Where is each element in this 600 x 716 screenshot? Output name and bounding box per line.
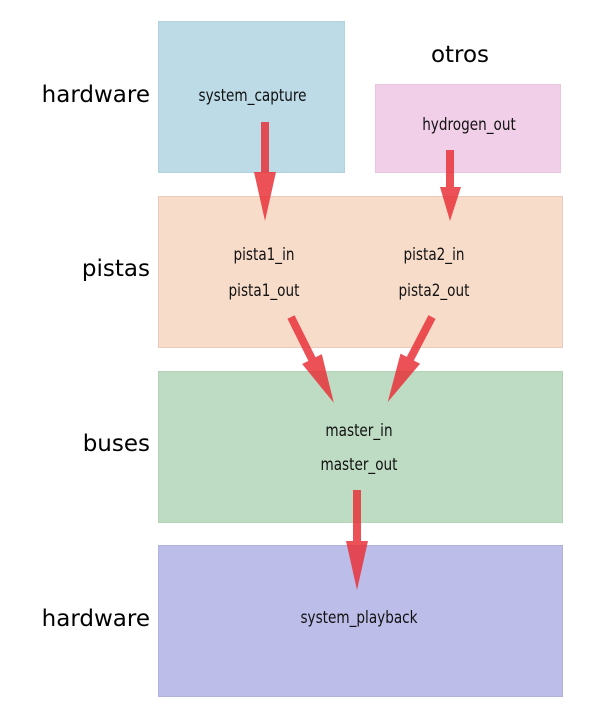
row-label-pistas: pistas xyxy=(81,256,150,282)
pista2-out-label: pista2_out xyxy=(398,281,470,301)
row-label-hardware-bottom: hardware xyxy=(41,606,150,632)
master-in-label: master_in xyxy=(325,421,393,441)
row-label-buses: buses xyxy=(82,431,150,457)
hydrogen-box: hydrogen_out xyxy=(375,84,561,173)
pistas-box: pista1_in pista1_out pista2_in pista2_ou… xyxy=(158,196,563,348)
playback-box: system_playback xyxy=(158,545,563,697)
pista2-in-label: pista2_in xyxy=(403,245,465,265)
system-capture-label: system_capture xyxy=(198,86,307,106)
hydrogen-out-label: hydrogen_out xyxy=(422,115,516,135)
row-label-hardware-top: hardware xyxy=(41,82,150,108)
buses-box: master_in master_out xyxy=(158,371,563,523)
master-out-label: master_out xyxy=(320,455,398,475)
row-label-otros: otros xyxy=(430,42,490,68)
pista1-in-label: pista1_in xyxy=(233,245,295,265)
system-playback-label: system_playback xyxy=(300,608,418,628)
pista1-out-label: pista1_out xyxy=(228,281,300,301)
system-capture-box: system_capture xyxy=(158,21,345,173)
